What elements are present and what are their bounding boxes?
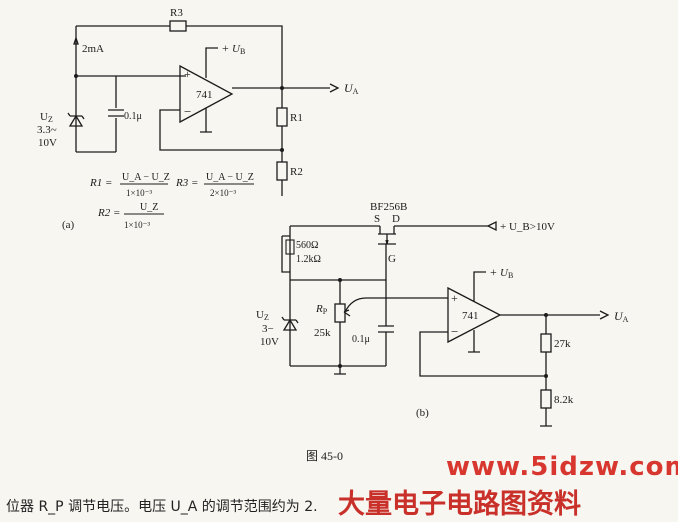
cap-a-label: 0.1μ bbox=[124, 111, 142, 122]
cap-b-label: 0.1μ bbox=[352, 334, 370, 345]
caption-text: 位器 R_P 调节电压。电压 U_A 的调节范围约为 2. bbox=[6, 499, 318, 515]
equations-a: R1 = U_A − U_Z 1×10⁻³ R3 = U_A − U_Z 2×1… bbox=[89, 172, 254, 230]
uz-a-label: UZ bbox=[40, 111, 53, 124]
ub-b-label: UB bbox=[500, 267, 513, 280]
zener-diode-a bbox=[68, 114, 84, 127]
output-arrow-a-icon bbox=[329, 83, 340, 93]
resistor-8k2 bbox=[540, 389, 552, 409]
svg-text:+: + bbox=[184, 67, 191, 81]
svg-text:1×10⁻³: 1×10⁻³ bbox=[124, 220, 150, 230]
capacitor-b bbox=[378, 280, 394, 366]
svg-text:R3 =: R3 = bbox=[175, 177, 198, 189]
watermark-cn: 大量电子电路图资料 bbox=[338, 489, 581, 520]
current-arrow-icon bbox=[73, 35, 79, 45]
supply-b-label: + U_B>10V bbox=[500, 221, 555, 233]
svg-text:−: − bbox=[451, 324, 458, 339]
uz-b-range-1: 3− bbox=[262, 323, 274, 335]
svg-text:+: + bbox=[222, 41, 229, 55]
zener-diode-b bbox=[282, 318, 298, 331]
figure-label: 图 45-0 bbox=[306, 449, 343, 463]
r2-label: R2 bbox=[290, 166, 303, 178]
fet-d-label: D bbox=[392, 213, 400, 225]
resistor-27k bbox=[540, 333, 552, 353]
r-82k-label: 8.2k bbox=[554, 394, 574, 406]
svg-text:1×10⁻³: 1×10⁻³ bbox=[126, 188, 152, 198]
svg-text:R1 =: R1 = bbox=[89, 177, 112, 189]
svg-text:+: + bbox=[490, 265, 497, 279]
fet-label: BF256B bbox=[370, 201, 407, 213]
caption-bar: 位器 R_P 调节电压。电压 U_A 的调节范围约为 2. bbox=[0, 492, 678, 520]
ground-a-opamp bbox=[200, 108, 212, 133]
watermark-url: www.5idzw.com bbox=[446, 452, 678, 482]
potentiometer-rp bbox=[334, 303, 346, 323]
r-12k-label: 1.2kΩ bbox=[296, 254, 321, 265]
schematic-canvas: R3 2mA UZ 3.3~ 10V 0.1μ + − 741 + UB UA bbox=[37, 7, 629, 463]
resistor-r1 bbox=[276, 107, 288, 127]
output-arrow-b-icon bbox=[599, 310, 610, 320]
svg-text:−: − bbox=[184, 104, 191, 119]
r1-label: R1 bbox=[290, 112, 303, 124]
label-a: (a) bbox=[62, 219, 75, 231]
ground-b bbox=[334, 366, 346, 375]
resistor-r3 bbox=[169, 20, 187, 32]
circuit-a: R3 2mA UZ 3.3~ 10V 0.1μ + − 741 + UB UA bbox=[37, 7, 359, 231]
ua-b-label: UA bbox=[614, 309, 629, 324]
capacitor-a bbox=[108, 76, 124, 152]
uz-b-label: UZ bbox=[256, 309, 269, 322]
svg-text:U_Z: U_Z bbox=[140, 202, 158, 213]
svg-text:2×10⁻³: 2×10⁻³ bbox=[210, 188, 236, 198]
circuit-b: BF256B S D G + U_B>10V 560Ω 1.2kΩ UZ 3− … bbox=[256, 201, 629, 427]
uz-a-range-2: 10V bbox=[38, 137, 57, 149]
fet-s-label: S bbox=[374, 213, 380, 225]
r-560-label: 560Ω bbox=[296, 240, 318, 251]
svg-text:U_A − U_Z: U_A − U_Z bbox=[206, 172, 254, 183]
uz-a-range-1: 3.3~ bbox=[37, 124, 57, 136]
opamp-b-label: 741 bbox=[462, 310, 479, 322]
r-27k-label: 27k bbox=[554, 338, 571, 350]
fet-g-label: G bbox=[388, 253, 396, 265]
svg-text:U_A − U_Z: U_A − U_Z bbox=[122, 172, 170, 183]
ub-a-label: UB bbox=[232, 43, 245, 56]
ground-b-opamp bbox=[468, 330, 480, 353]
resistor-r2 bbox=[276, 161, 288, 181]
uz-b-range-2: 10V bbox=[260, 336, 279, 348]
rp-value: 25k bbox=[314, 327, 331, 339]
svg-text:+: + bbox=[451, 291, 458, 305]
label-b: (b) bbox=[416, 407, 429, 419]
r3-label: R3 bbox=[170, 7, 183, 19]
current-label: 2mA bbox=[82, 43, 104, 55]
rp-label: RP bbox=[315, 303, 328, 316]
ua-a-label: UA bbox=[344, 81, 359, 96]
opamp-a-label: 741 bbox=[196, 89, 213, 101]
svg-text:R2 =: R2 = bbox=[97, 207, 120, 219]
